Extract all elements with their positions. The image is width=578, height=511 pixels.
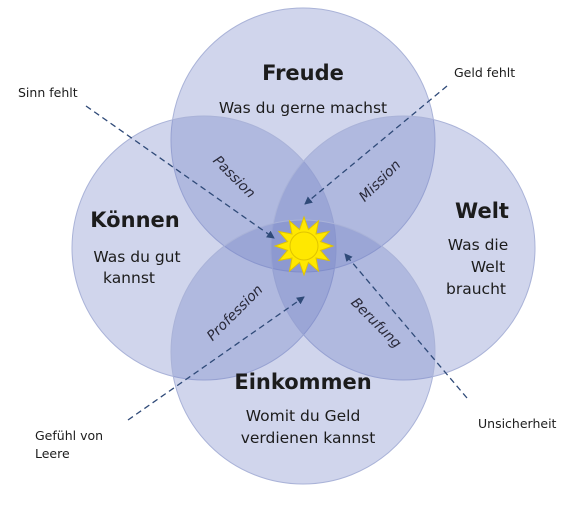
einkommen-subtitle-2: verdienen kannst [241,429,376,447]
welt-subtitle-2: Welt [471,258,505,276]
annotation-unsicherheit: Unsicherheit [478,416,557,431]
circle-welt [270,115,536,381]
annotation-sinn-fehlt: Sinn fehlt [18,85,78,100]
freude-title: Freude [262,61,344,85]
arrows-group [85,85,468,421]
koennen-title: Können [90,208,179,232]
arrow-unsicherheit [344,253,468,399]
annotation-gefuehl-line1: Gefühl von [35,428,103,443]
sun-icon [273,215,335,277]
freude-subtitle: Was du gerne machst [219,99,387,117]
einkommen-subtitle-1: Womit du Geld [246,407,361,425]
circles-group [71,7,536,485]
koennen-subtitle-1: Was du gut [93,248,180,266]
circle-koennen [71,115,337,381]
arrow-gefuehl-von-leere [127,296,305,421]
einkommen-title: Einkommen [234,370,371,394]
welt-subtitle-1: Was die [448,236,509,254]
annotation-gefuehl-line2: Leere [35,446,70,461]
sun-core [289,231,319,261]
koennen-subtitle-2: kannst [103,269,155,287]
arrow-geld-fehlt [304,85,448,205]
annotation-geld-fehlt: Geld fehlt [454,65,515,80]
welt-title: Welt [455,199,509,223]
welt-subtitle-3: braucht [446,280,506,298]
arrow-sinn-fehlt [85,105,275,239]
